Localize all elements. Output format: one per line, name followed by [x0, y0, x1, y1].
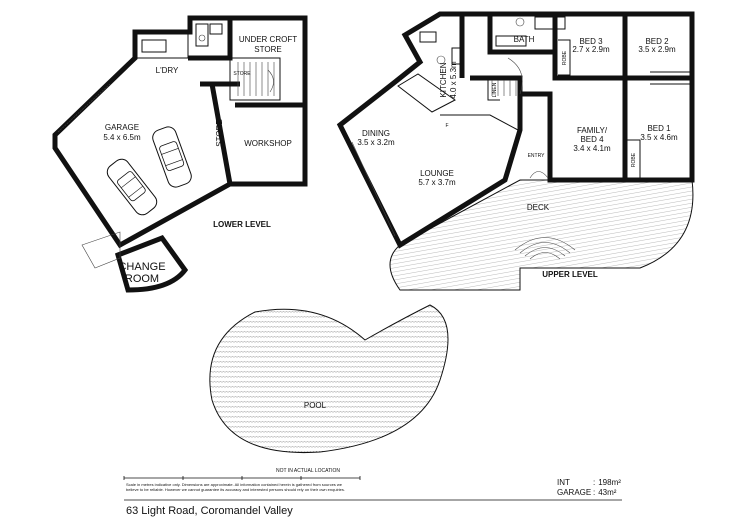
room-label-entry: ENTRY — [528, 153, 546, 159]
room-label-bed3-size: 2.7 x 2.9m — [572, 45, 610, 54]
laundry-wall — [135, 32, 189, 59]
upper-stairs — [491, 57, 523, 96]
room-label-workshop: WORKSHOP — [244, 139, 292, 148]
room-label-bed3: BED 3 — [579, 37, 603, 46]
garage-area-row: GARAGE : 43m² — [557, 488, 617, 497]
lower-level-plan: L'DRY UNDER CROFT STORE STORE STORE WORK… — [52, 15, 308, 293]
room-label-deck: DECK — [527, 203, 550, 212]
fridge-label: F — [445, 123, 448, 129]
change-room-wall — [114, 234, 189, 293]
dining-window — [351, 141, 396, 237]
robe-outline — [558, 39, 571, 76]
deck-stairs — [514, 237, 576, 260]
robe-outline — [627, 139, 641, 179]
room-label-garage: GARAGE — [105, 123, 139, 132]
linen-wall — [487, 78, 500, 101]
room-label-bed2-size: 3.5 x 2.9m — [638, 45, 676, 54]
kitchen-bench — [397, 73, 456, 113]
disclaimer-line-2: believe to be reliable. However we canno… — [126, 487, 346, 492]
disclaimer: Scale in metres indicative only. Dimensi… — [126, 482, 386, 492]
lower-stairs — [237, 62, 275, 96]
undercroft-wall — [188, 18, 233, 61]
room-label-linen: LINEN — [492, 82, 498, 97]
room-label-garage-size: 5.4 x 6.5m — [103, 133, 141, 142]
pool-label: POOL — [304, 401, 327, 410]
room-label-robe-a: ROBE — [562, 50, 568, 65]
room-label-dining: DINING — [362, 129, 390, 138]
footer — [123, 476, 622, 501]
stair-wall — [229, 57, 281, 101]
room-label-family-bed4: BED 4 — [580, 135, 604, 144]
room-label-laundry: L'DRY — [156, 66, 179, 75]
garage-divider-wall — [200, 81, 240, 185]
room-label-lounge-size: 5.7 x 3.7m — [418, 178, 456, 187]
car-icon — [152, 126, 192, 188]
room-label-robe-b: ROBE — [663, 76, 678, 82]
room-label-lounge: LOUNGE — [420, 169, 454, 178]
room-label-change-1: CHANGE — [118, 261, 165, 273]
room-label-family-size: 3.4 x 4.1m — [573, 144, 611, 153]
room-label-undercroft-2: STORE — [254, 45, 281, 54]
int-area-value: 198m² — [598, 478, 621, 487]
lounge-divider — [440, 114, 519, 131]
upper-exterior-wall — [336, 11, 695, 249]
deck-surface — [389, 179, 694, 291]
ramp-outline — [81, 231, 121, 269]
room-label-dining-size: 3.5 x 3.2m — [357, 138, 395, 147]
room-label-bath: BATH — [514, 35, 535, 44]
upper-level-plan: BATH BED 3 2.7 x 2.9m BED 2 3.5 x 2.9m R… — [336, 11, 695, 291]
bath-bed-wall — [552, 14, 692, 81]
room-label-kitchen-size: 4.0 x 5.3m — [449, 61, 458, 99]
garage-door-line — [57, 83, 111, 133]
room-label-bed1-size: 3.5 x 4.6m — [640, 133, 678, 142]
room-label-undercroft-1: UNDER CROFT — [239, 35, 297, 44]
kitchen-wall — [459, 14, 523, 94]
disclaimer-line-1: Scale in metres indicative only. Dimensi… — [126, 482, 343, 487]
pool-outline — [209, 304, 449, 454]
area-summary: INT : 198m² GARAGE : 43m² — [557, 478, 621, 498]
room-label-kitchen: KITCHEN — [439, 62, 448, 97]
entry-door — [529, 171, 549, 179]
car-icon — [106, 158, 158, 216]
int-area-row: INT : 198m² — [557, 478, 621, 487]
pool: POOL NOT IN ACTUAL LOCATION — [209, 304, 449, 474]
bath-fixtures — [495, 16, 566, 47]
room-label-store-tall: STORE — [215, 119, 224, 146]
room-label-store-small: STORE — [233, 71, 251, 77]
room-label-robe-c: ROBE — [631, 152, 637, 167]
lower-level-title: LOWER LEVEL — [213, 220, 271, 229]
pool-location-note: NOT IN ACTUAL LOCATION — [276, 468, 340, 474]
laundry-fixtures — [141, 23, 223, 53]
hall-wall — [487, 14, 555, 55]
room-label-bed1: BED 1 — [647, 124, 671, 133]
upper-level-title: UPPER LEVEL — [542, 270, 598, 279]
kitchen-fixtures — [419, 31, 461, 65]
garage-area-label: GARAGE — [557, 488, 592, 497]
room-label-family: FAMILY/ — [577, 126, 608, 135]
room-label-bed2: BED 2 — [645, 37, 669, 46]
int-area-label: INT — [557, 478, 570, 487]
property-address: 63 Light Road, Coromandel Valley — [126, 505, 293, 517]
robe-outline — [650, 71, 691, 85]
room-label-change-2: ROOM — [125, 273, 159, 285]
garage-area-value: 43m² — [598, 488, 617, 497]
